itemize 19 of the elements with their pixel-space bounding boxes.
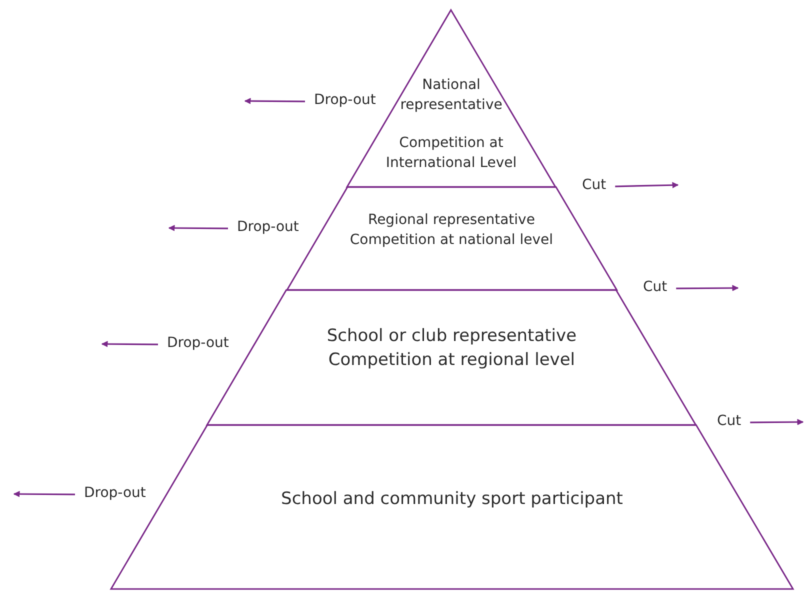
flow-label: Cut (643, 279, 668, 296)
flow-label: Cut (717, 413, 742, 430)
arrow (244, 98, 305, 104)
flow-label: Drop-out (314, 92, 376, 109)
tier-label: National representative (399, 76, 504, 115)
flow-label: Cut (582, 177, 606, 194)
tier-label: Competition at International Level (384, 134, 518, 173)
flow-label: Drop-out (84, 485, 146, 502)
tier-label: Regional representative Competition at national level (348, 211, 554, 250)
arrow (101, 340, 158, 348)
flow-label: Drop-out (167, 335, 229, 352)
arrow (13, 490, 75, 498)
arrow (168, 224, 228, 232)
tier-label: School and community sport participant (280, 488, 624, 511)
tier-label: School or club representative Competition at regional level (326, 325, 578, 372)
arrow (676, 284, 739, 292)
arrow (750, 418, 804, 426)
flow-label: Drop-out (237, 219, 299, 236)
arrow (615, 182, 679, 188)
